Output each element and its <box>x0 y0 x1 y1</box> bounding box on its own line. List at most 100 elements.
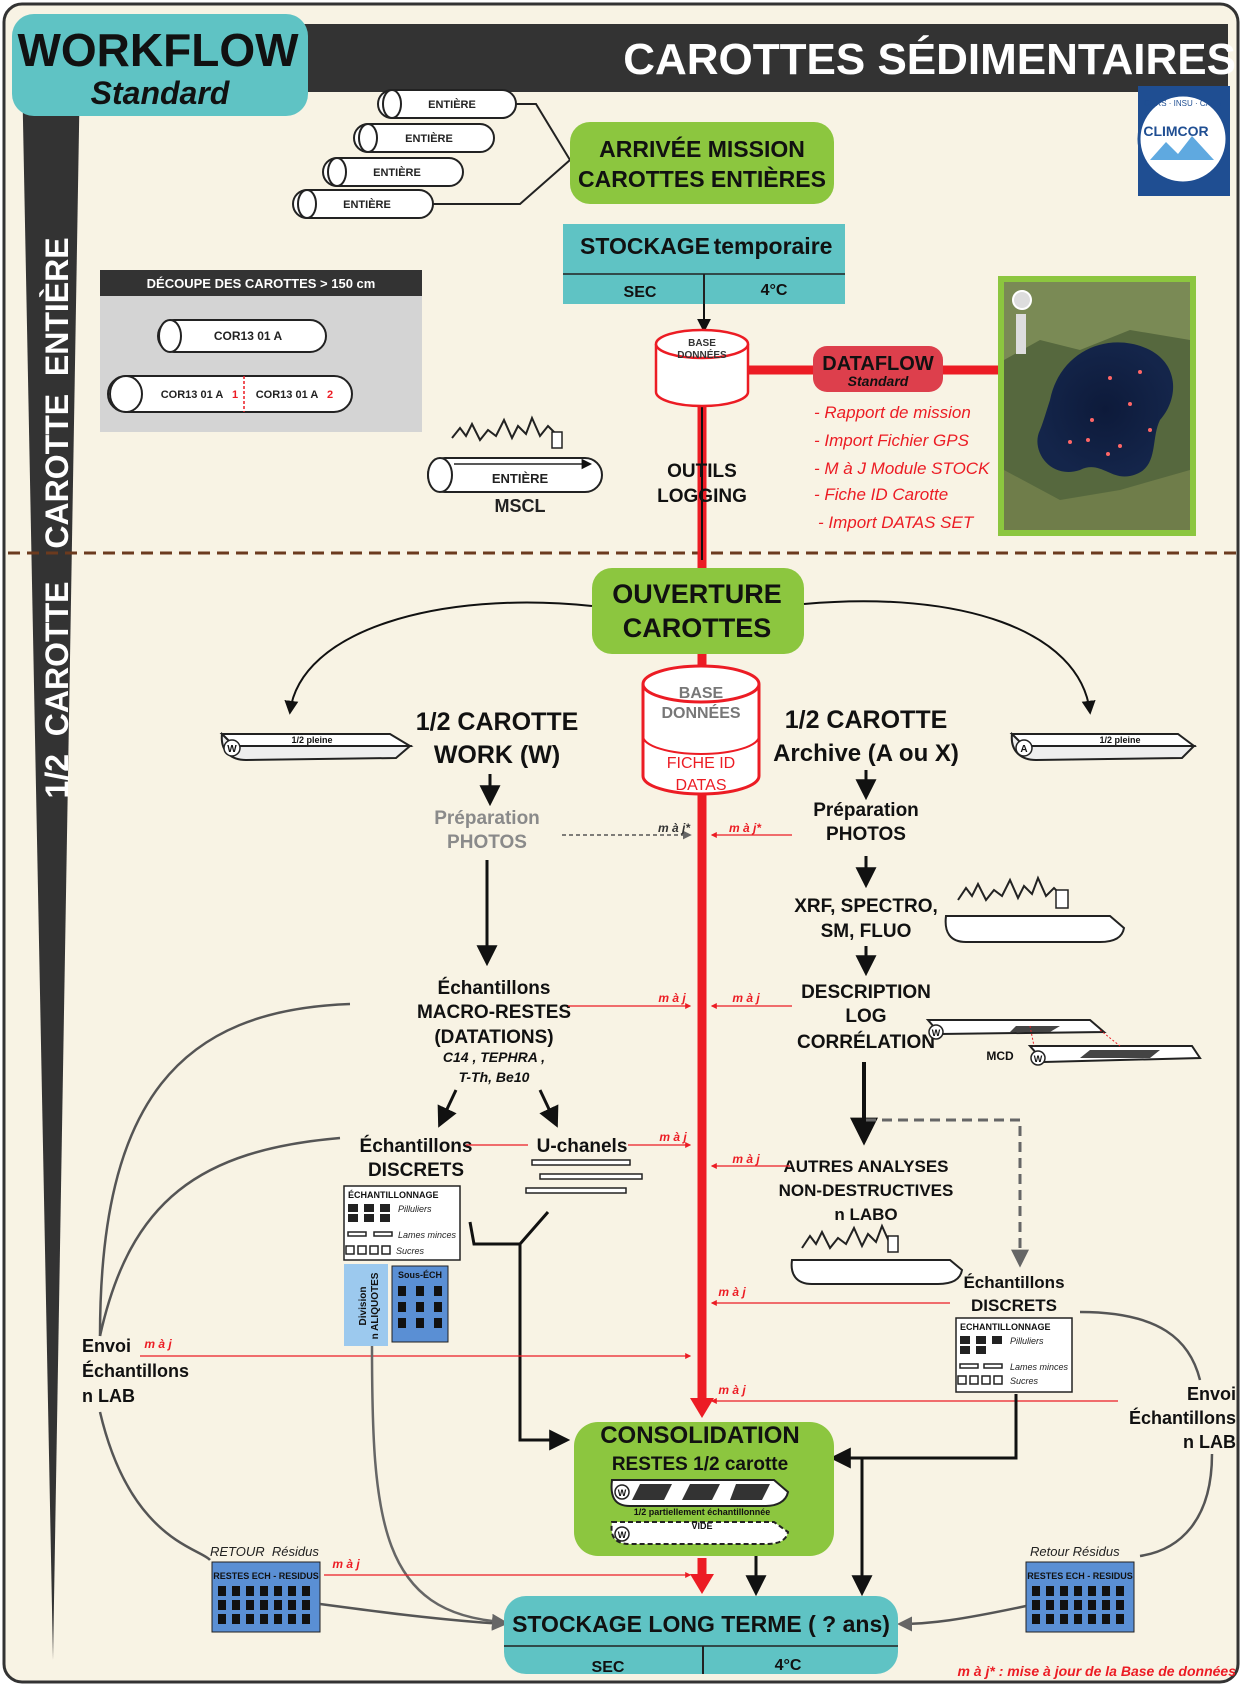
logo-mountain-icon <box>1150 136 1214 160</box>
discrets-right-line2: DISCRETS <box>971 1296 1057 1315</box>
xrf-line1: XRF, SPECTRO, <box>794 896 938 917</box>
db-large-line2: DONNÉES <box>661 703 740 722</box>
decoupe-core-a1: COR13 01 A <box>161 389 224 401</box>
autres-line2: NON-DESTRUCTIVES <box>779 1181 954 1200</box>
decoupe-core-split <box>107 375 353 413</box>
outils-line2: LOGGING <box>657 486 747 507</box>
macro-line5: T-Th, Be10 <box>459 1069 530 1085</box>
decoupe-core-a <box>157 319 327 353</box>
description-line2: LOG <box>845 1006 886 1027</box>
maj-star-right-label: m à j* <box>729 821 762 835</box>
decoupe-core-a2: COR13 01 A <box>256 389 319 401</box>
sous-ech-icons <box>398 1286 442 1328</box>
decoupe-header <box>100 270 422 296</box>
half-work-prep1: Préparation <box>434 808 540 829</box>
maj-star-left-label: m à j* <box>658 821 691 835</box>
red-arrow-head-2 <box>690 1574 714 1594</box>
ech-box-right-sucres: Sucres <box>1010 1376 1039 1386</box>
logo-arc-text: CNRS · INSU · CAEN <box>1144 99 1222 108</box>
ech-box-right-icons <box>957 1336 1003 1385</box>
sous-ech-title: Sous-ÉCH <box>398 1270 442 1280</box>
left-wedge <box>22 70 80 1660</box>
uchanels-bars <box>525 1159 643 1194</box>
retour-left-icons <box>218 1586 310 1624</box>
envoi-left-line2: Échantillons <box>82 1360 189 1381</box>
division-box <box>344 1264 388 1346</box>
climcor-logo <box>1137 93 1229 185</box>
retour-right-title: Retour Résidus <box>1030 1544 1120 1559</box>
maj-retour-label: m à j <box>332 1557 360 1571</box>
consolidation-tray-w2: W <box>618 1530 627 1540</box>
arrow-macro-to-discrets <box>437 1089 458 1128</box>
maj-macro-label: m à j <box>658 991 686 1005</box>
svg-text:1/2 CAROTTE: 1/2 CAROTTE <box>39 582 75 799</box>
db-large <box>641 664 761 796</box>
ech-box-left-lames: Lames minces <box>398 1230 457 1240</box>
envoi-right-line1: Envoi <box>1187 1384 1236 1404</box>
workflow-title: WORKFLOW <box>17 24 299 76</box>
half-archive-tray <box>1009 731 1197 762</box>
main-red-arrow-head-1 <box>690 1398 714 1418</box>
db-large-line1: BASE <box>679 685 724 702</box>
description-line3: CORRÉLATION <box>797 1031 935 1053</box>
half-work-title2: WORK (W) <box>434 741 560 769</box>
workflow-subtitle: Standard <box>91 75 231 111</box>
macro-line1: Échantillons <box>438 977 551 999</box>
db-small-line2: DONNÉES <box>677 348 727 361</box>
satellite-map <box>998 276 1196 536</box>
arrow-macro-to-uchanels <box>538 1089 559 1128</box>
dataflow-item-5: - Import DATAS SET <box>818 513 975 532</box>
macro-line3: (DATATIONS) <box>434 1027 553 1048</box>
ouverture-box <box>592 568 804 654</box>
ech-box-left-piluliers: Pilluliers <box>398 1204 432 1214</box>
envoi-right-line3: n LAB <box>1183 1432 1236 1452</box>
autres-line3: n LABO <box>834 1205 897 1224</box>
stockage-long-4c: 4°C <box>775 1657 802 1674</box>
discrets-left-line1: Échantillons <box>360 1135 473 1157</box>
uchanels-label: U-chanels <box>537 1136 628 1157</box>
footnote: m à j* : mise à jour de la Base de donné… <box>957 1663 1236 1679</box>
gray-curve-right-2 <box>1139 1453 1214 1558</box>
maj-uchanels-label: m à j <box>659 1130 687 1144</box>
discrets-right-to-consolidation <box>829 1394 1018 1469</box>
half-archive-prep1: Préparation <box>813 800 919 821</box>
db-large-line3: FICHE ID <box>667 755 735 772</box>
maj-desc-label: m à j <box>732 991 760 1005</box>
ech-box-right <box>955 1317 1073 1393</box>
half-work-tray <box>219 731 414 762</box>
autres-signal <box>801 1223 899 1250</box>
mcd-w1: W <box>932 1028 941 1038</box>
mscl-label: MSCL <box>495 496 546 516</box>
dataflow-title: DATAFLOW <box>822 353 934 375</box>
mcd-trays <box>925 1019 1202 1066</box>
consolidation-tray1-label: 1/2 partiellement échantillonnée <box>634 1507 771 1517</box>
dataflow-item-1: - Rapport de mission <box>814 403 971 422</box>
xrf-sensor <box>1055 889 1069 909</box>
half-archive-title2: Archive (A ou X) <box>773 740 959 767</box>
mcd-w2: W <box>1034 1054 1043 1064</box>
xrf-signal <box>957 875 1061 902</box>
ech-box-left-icons <box>345 1204 393 1255</box>
retour-right-box-label: RESTES ECH - RESIDUS <box>1027 1571 1133 1581</box>
maj-envoi-left-label: m à j <box>144 1337 172 1351</box>
mcd-label: MCD <box>986 1049 1014 1063</box>
arrival-title-2: CAROTTES ENTIÈRES <box>578 165 826 192</box>
arrow-ouverture-to-archive <box>803 600 1096 715</box>
stockage-temp-4c: 4°C <box>761 282 788 299</box>
consolidation-tray-w: W <box>618 1488 627 1498</box>
consolidation-tray2-label: VIDE <box>691 1521 712 1531</box>
decoupe-core-a-label: COR13 01 A <box>214 329 283 343</box>
core-3 <box>322 157 464 187</box>
macro-line4: C14 , TEPHRA , <box>443 1049 545 1065</box>
ech-box-right-lames: Lames minces <box>1010 1362 1069 1372</box>
core-1-label: ENTIÈRE <box>428 98 476 111</box>
half-work-tray-letter: W <box>227 744 237 755</box>
db-small <box>654 328 750 408</box>
gray-curve-left-2 <box>98 1136 341 1337</box>
svg-text:n ALIQUOTES: n ALIQUOTES <box>370 1272 381 1339</box>
db-small-line1: BASE <box>688 338 716 349</box>
ech-box-right-piluliers: Pilluliers <box>1010 1336 1044 1346</box>
outils-line1: OUTILS <box>667 461 737 482</box>
uchanels-merge-lines <box>468 1211 566 1440</box>
xrf-line2: SM, FLUO <box>821 921 912 942</box>
